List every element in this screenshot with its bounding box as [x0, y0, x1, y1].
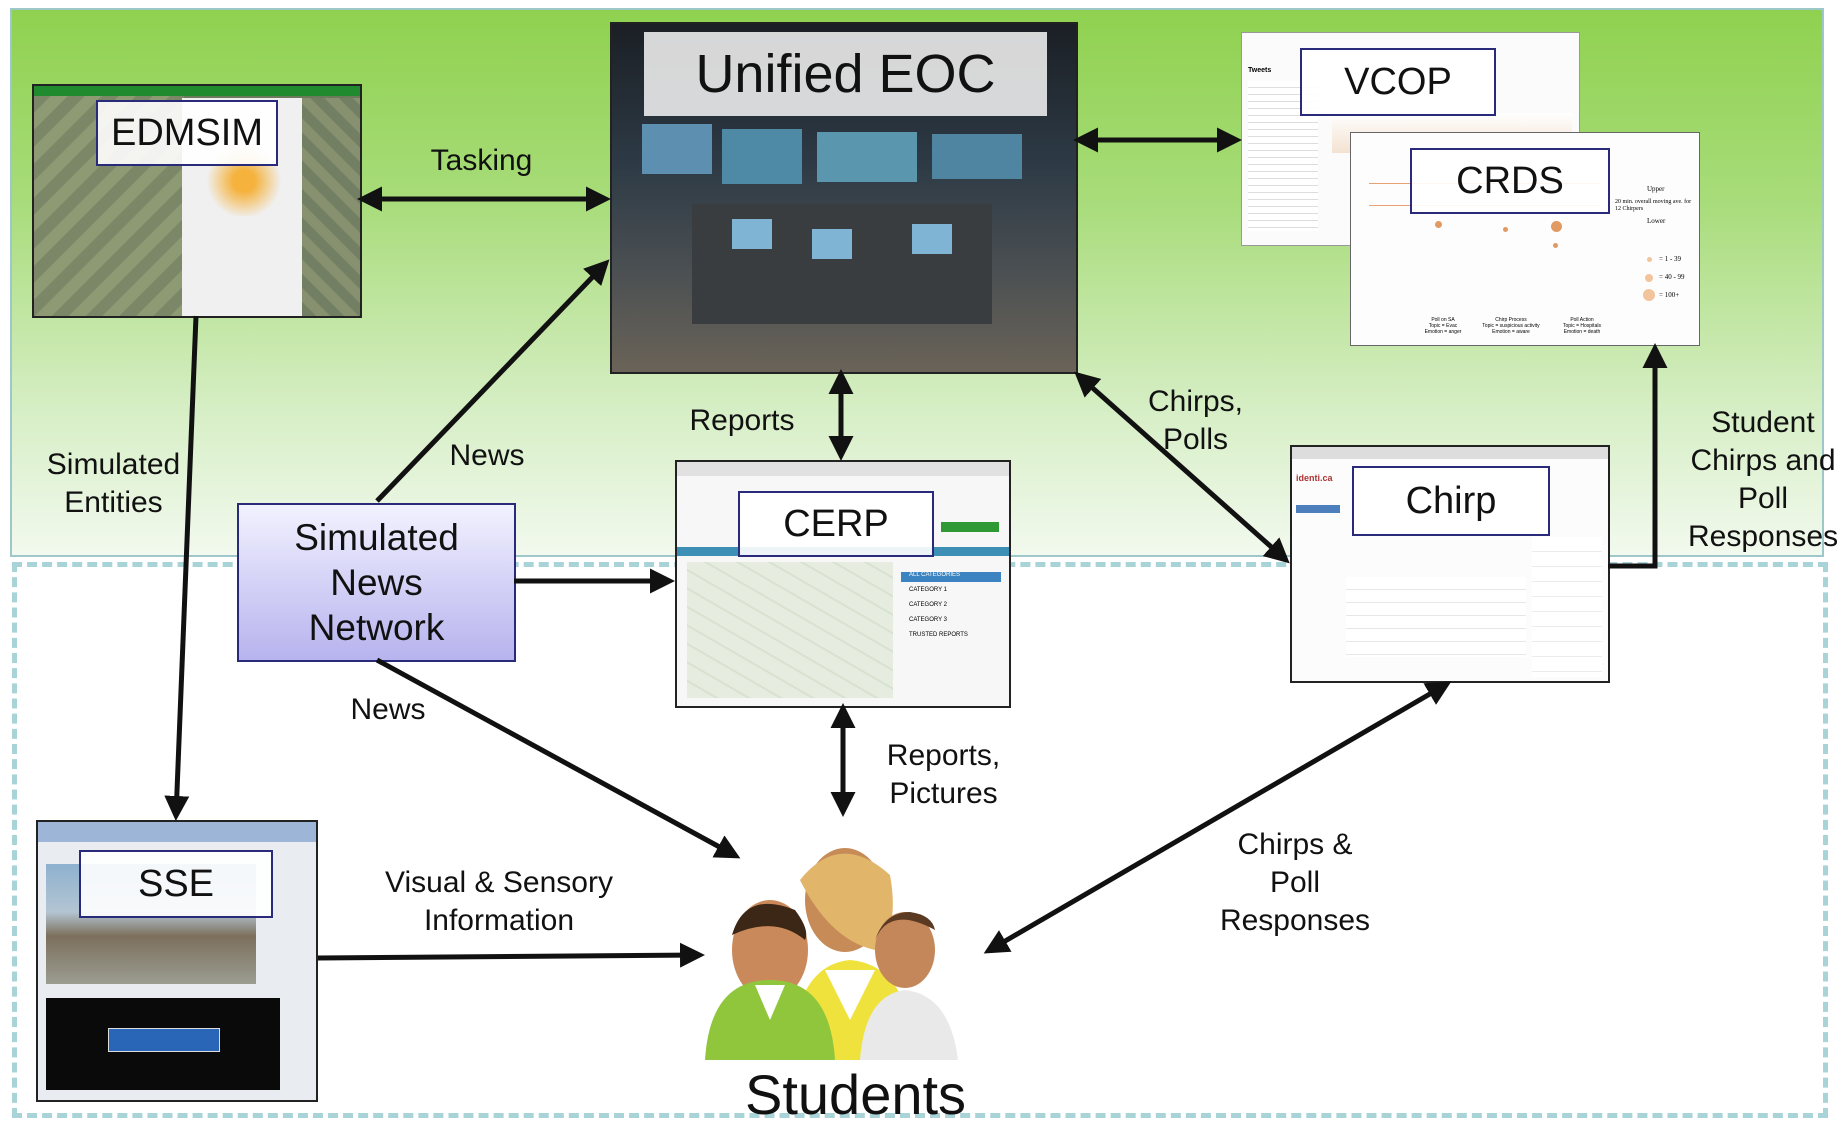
label-news-bottom: News: [350, 693, 426, 726]
cerp-screenshot: ALL CATEGORIES CATEGORY 1 CATEGORY 2 CAT…: [675, 460, 1011, 708]
vcop-tweets-header: Tweets: [1248, 67, 1272, 74]
cerp-menu-all: ALL CATEGORIES: [909, 572, 961, 578]
label-simulated-entities: Simulated Entities: [46, 448, 181, 519]
unified-eoc-label: Unified EOC: [644, 32, 1047, 116]
sse-label: SSE: [79, 850, 273, 918]
label-tasking: Tasking: [430, 144, 533, 177]
arrow-news-students: [375, 657, 741, 859]
crds-legend-lower: Lower: [1647, 217, 1666, 225]
chirp-label: Chirp: [1352, 466, 1550, 536]
student-figure-left: [705, 900, 835, 1060]
simulated-news-network-node: Simulated News Network: [237, 503, 516, 662]
crds-legend-upper: Upper: [1647, 185, 1665, 193]
vcop-label: VCOP: [1300, 48, 1496, 116]
arrow-edmsim-sse: [164, 315, 199, 821]
crds-axis-1: Poll on SA Topic = Evac Emotion = anger: [1424, 317, 1462, 335]
arrow-news-eoc: [375, 259, 610, 503]
label-visual-sensory: Visual & Sensory Information: [385, 866, 613, 937]
arrow-sse-students: [317, 942, 705, 968]
edmsim-label: EDMSIM: [96, 100, 278, 166]
cerp-label: CERP: [738, 491, 934, 557]
arrow-chirp-students: [983, 681, 1452, 954]
arrow-eoc-chirp: [1074, 371, 1290, 564]
cerp-menu-2: CATEGORY 2: [909, 602, 948, 608]
cerp-menu-trusted: TRUSTED REPORTS: [909, 632, 968, 638]
crds-axis-2: Chirp Process Topic = suspicious activit…: [1482, 317, 1540, 335]
label-news-top: News: [449, 439, 525, 472]
cerp-menu-3: CATEGORY 3: [909, 617, 948, 623]
label-reports-pictures: Reports, Pictures: [886, 739, 1001, 810]
crds-size-3: = 100+: [1659, 291, 1680, 299]
crds-axis-3: Poll Action Topic = Hospitals Emotion = …: [1563, 317, 1601, 335]
label-chirps-polls: Chirps, Polls: [1147, 385, 1244, 456]
chirp-brand: identi.ca: [1296, 473, 1333, 483]
label-chirps-poll-responses: Chirps & Poll Responses: [1219, 828, 1371, 937]
crds-size-2: = 40 - 99: [1659, 273, 1685, 281]
crds-size-1: = 1 - 39: [1659, 255, 1682, 263]
crds-legend-moving: 20 min. overall moving ave. for 12 Chirp…: [1615, 199, 1692, 212]
crds-label: CRDS: [1410, 148, 1610, 214]
label-reports: Reports: [689, 404, 795, 437]
cerp-menu-1: CATEGORY 1: [909, 587, 948, 593]
student-figure-right: [860, 912, 958, 1060]
students-icon: [705, 848, 958, 1060]
arrow-chirp-crds: [1608, 343, 1668, 569]
chirp-screenshot: identi.ca: [1290, 445, 1610, 683]
label-student-chirps: Student Chirps and Poll Responses: [1688, 406, 1839, 553]
